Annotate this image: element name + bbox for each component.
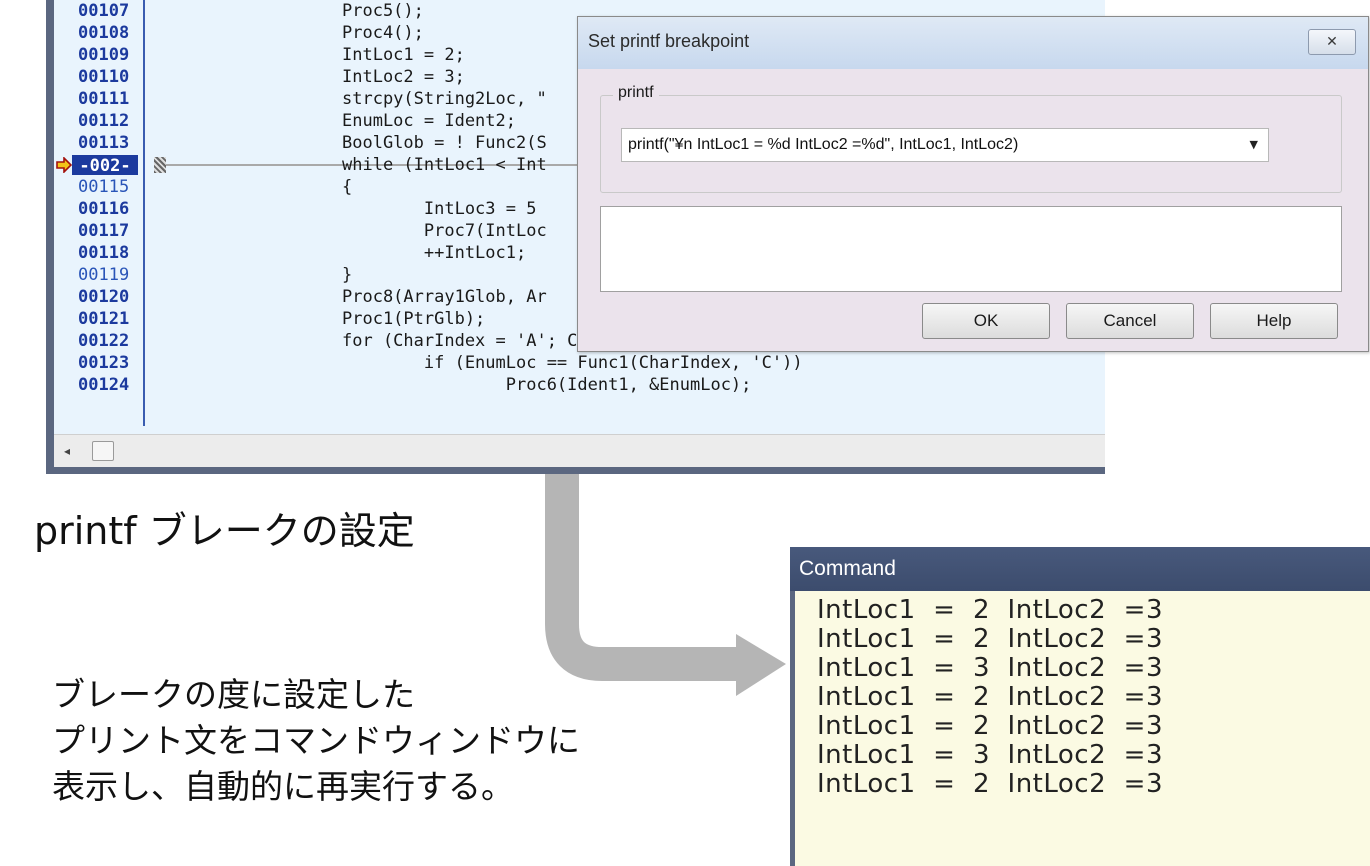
code-line: 00112 EnumLoc = Ident2; <box>54 110 1105 132</box>
line-number: 00124 <box>78 375 130 395</box>
help-button[interactable]: Help <box>1210 303 1338 339</box>
code-line: 00117 Proc7(IntLoc <box>54 220 1105 242</box>
command-window: Command IntLoc1 = 2 IntLoc2 =3 IntLoc1 =… <box>790 547 1370 866</box>
code-line: 00121 Proc1(PtrGlb); <box>54 308 1105 330</box>
chevron-down-icon[interactable]: ▼ <box>1249 138 1258 151</box>
command-output-line: IntLoc1 = 2 IntLoc2 =3 <box>817 711 1163 741</box>
code-text: } <box>342 265 353 285</box>
command-output-line: IntLoc1 = 2 IntLoc2 =3 <box>817 682 1163 712</box>
command-output-line: IntLoc1 = 2 IntLoc2 =3 <box>817 624 1163 654</box>
close-icon: ✕ <box>1326 34 1338 50</box>
code-line: 00120 Proc8(Array1Glob, Ar <box>54 286 1105 308</box>
line-number: 00115 <box>78 177 130 197</box>
breakpoint-marker[interactable]: -002- <box>72 155 138 176</box>
breakpoint-hatch-icon <box>154 157 166 173</box>
printf-combobox-value: printf("¥n IntLoc1 = %d IntLoc2 =%d", In… <box>628 136 1019 153</box>
command-title-bar[interactable]: Command <box>790 547 1370 591</box>
scroll-thumb[interactable] <box>92 441 114 461</box>
code-text: strcpy(String2Loc, " <box>342 89 547 109</box>
code-line: 00115 { <box>54 176 1105 198</box>
code-line: 00124 Proc6(Ident1, &EnumLoc); <box>54 374 1105 396</box>
code-text: IntLoc2 = 3; <box>342 67 465 87</box>
code-line: 00109 IntLoc1 = 2; <box>54 44 1105 66</box>
line-number: 00109 <box>78 45 130 65</box>
printf-combobox[interactable]: printf("¥n IntLoc1 = %d IntLoc2 =%d", In… <box>621 128 1269 162</box>
code-text: { <box>342 177 353 197</box>
gutter-divider <box>143 0 145 426</box>
printf-group-label: printf <box>613 84 659 102</box>
printf-preview-box[interactable] <box>600 206 1342 292</box>
line-number: 00118 <box>78 243 130 263</box>
description-line: 表示し、自動的に再実行する。 <box>52 767 514 806</box>
dialog-body: printf printf("¥n IntLoc1 = %d IntLoc2 =… <box>578 69 1368 351</box>
cancel-button[interactable]: Cancel <box>1066 303 1194 339</box>
code-text: ++IntLoc1; <box>342 243 527 263</box>
code-text: Proc4(); <box>342 23 424 43</box>
line-number: 00113 <box>78 133 130 153</box>
description-line: ブレークの度に設定した <box>52 675 415 714</box>
line-number: 00121 <box>78 309 130 329</box>
code-text: EnumLoc = Ident2; <box>342 111 516 131</box>
code-text: Proc6(Ident1, &EnumLoc); <box>342 375 752 395</box>
code-line: 00111 strcpy(String2Loc, " <box>54 88 1105 110</box>
code-line: 00113 BoolGlob = ! Func2(S <box>54 132 1105 154</box>
description-line: プリント文をコマンドウィンドウに <box>52 721 580 760</box>
code-text: IntLoc1 = 2; <box>342 45 465 65</box>
code-line: 00110 IntLoc2 = 3; <box>54 66 1105 88</box>
code-line: 00118 ++IntLoc1; <box>54 242 1105 264</box>
line-number: 00120 <box>78 287 130 307</box>
scroll-left-icon[interactable]: ◂ <box>63 444 71 458</box>
line-number: 00122 <box>78 331 130 351</box>
code-line: 00108 Proc4(); <box>54 22 1105 44</box>
ok-button[interactable]: OK <box>922 303 1050 339</box>
printf-group-box: printf printf("¥n IntLoc1 = %d IntLoc2 =… <box>600 84 1342 193</box>
command-output[interactable]: IntLoc1 = 2 IntLoc2 =3 IntLoc1 = 2 IntLo… <box>795 591 1370 866</box>
horizontal-scrollbar[interactable]: ◂ <box>54 434 1105 467</box>
printf-setting-caption: printf ブレークの設定 <box>34 509 415 553</box>
line-number: 00116 <box>78 199 130 219</box>
flow-arrow-icon <box>545 474 786 696</box>
current-line-arrow-icon <box>56 157 72 173</box>
code-text: Proc5(); <box>342 1 424 21</box>
line-number: 00119 <box>78 265 130 285</box>
command-output-line: IntLoc1 = 2 IntLoc2 =3 <box>817 595 1163 625</box>
command-title: Command <box>799 557 896 580</box>
line-number: 00117 <box>78 221 130 241</box>
code-line: 00123 if (EnumLoc == Func1(CharIndex, 'C… <box>54 352 1105 374</box>
command-output-line: IntLoc1 = 3 IntLoc2 =3 <box>817 653 1163 683</box>
line-number: 00108 <box>78 23 130 43</box>
code-text: Proc8(Array1Glob, Ar <box>342 287 547 307</box>
code-line: 00107 Proc5(); <box>54 0 1105 22</box>
code-text: IntLoc3 = 5 <box>342 199 537 219</box>
command-output-line: IntLoc1 = 2 IntLoc2 =3 <box>817 769 1163 799</box>
line-number: 00111 <box>78 89 130 109</box>
code-text: Proc1(PtrGlb); <box>342 309 486 329</box>
description-caption: ブレークの度に設定した プリント文をコマンドウィンドウに 表示し、自動的に再実行… <box>52 672 580 810</box>
code-line: 00116 IntLoc3 = 5 <box>54 198 1105 220</box>
command-output-line: IntLoc1 = 3 IntLoc2 =3 <box>817 740 1163 770</box>
line-number: 00112 <box>78 111 130 131</box>
close-button[interactable]: ✕ <box>1308 29 1356 55</box>
code-line: 00119 } <box>54 264 1105 286</box>
line-number: 00123 <box>78 353 130 373</box>
line-number: 00107 <box>78 1 130 21</box>
set-printf-breakpoint-dialog: Set printf breakpoint ✕ printf printf("¥… <box>577 16 1369 352</box>
code-text: while (IntLoc1 < Int <box>342 155 547 175</box>
code-text: BoolGlob = ! Func2(S <box>342 133 547 153</box>
line-number: 00110 <box>78 67 130 87</box>
code-text: if (EnumLoc == Func1(CharIndex, 'C')) <box>342 353 803 373</box>
dialog-title-bar[interactable]: Set printf breakpoint ✕ <box>578 17 1368 69</box>
code-text: Proc7(IntLoc <box>342 221 547 241</box>
dialog-title: Set printf breakpoint <box>588 31 750 51</box>
